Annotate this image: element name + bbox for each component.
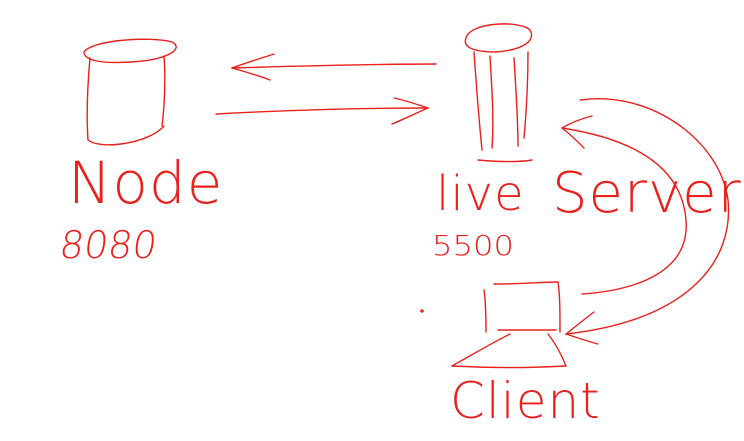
curved-arrow-up-icon (561, 115, 687, 295)
arrow-right-icon (215, 97, 429, 125)
live-server-label-live: live (436, 166, 525, 222)
arrow-left-icon (231, 53, 437, 81)
node-port-label: 8080 (56, 223, 160, 267)
live-server-port-label: 5500 (432, 229, 514, 262)
server-tower-icon (464, 23, 533, 163)
computer-monitor-icon (451, 281, 567, 369)
node-label: Node (68, 149, 224, 217)
database-cylinder-icon (83, 38, 177, 146)
live-server-label-server: Server (552, 161, 742, 226)
curved-arrow-down-icon (565, 98, 730, 345)
client-label: Client (450, 372, 601, 430)
stray-dot (420, 309, 424, 313)
